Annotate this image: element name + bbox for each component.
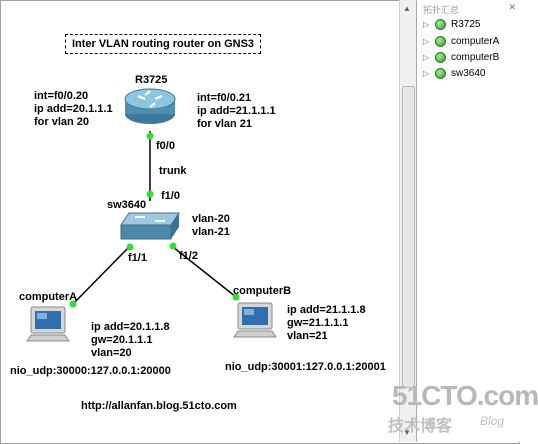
computerA-node[interactable] [25, 305, 71, 343]
port-dot-f1-0 [146, 190, 154, 198]
computerA-config: ip add=20.1.1.8 gw=20.1.1.1 vlan=20 [91, 321, 170, 359]
watermark-brand: 51CTO.com [392, 380, 538, 411]
panel-node-computera[interactable]: ▷ computerA [423, 34, 499, 49]
link-sw-computerA [72, 246, 130, 305]
port-dot-f1-2 [169, 242, 177, 250]
port-label-f1-2: f1/2 [179, 250, 198, 262]
topology-links [26, 88, 277, 342]
router-node[interactable] [123, 85, 177, 125]
panel-title: 拓扑汇总 [423, 6, 460, 16]
computerA-nio: nio_udp:30000:127.0.0.1:20000 [10, 365, 171, 377]
expand-triangle-icon[interactable]: ▷ [423, 37, 430, 46]
canvas-scrollbar[interactable]: ▲ ▼ [399, 0, 416, 442]
panel-node-r3725[interactable]: ▷ R3725 [423, 17, 480, 32]
scrollbar-thumb[interactable] [402, 86, 415, 388]
scroll-up-icon[interactable]: ▲ [403, 4, 411, 13]
status-green-icon [435, 68, 446, 79]
port-dot-f1-1 [126, 243, 134, 251]
watermark-tagline: 技术博客 [388, 416, 453, 435]
status-green-icon [435, 19, 446, 30]
close-icon[interactable]: ✕ [508, 2, 516, 12]
scroll-down-icon[interactable]: ▼ [403, 428, 411, 437]
panel-node-sw3640[interactable]: ▷ sw3640 [423, 66, 485, 81]
panel-node-computerb[interactable]: ▷ computerB [423, 50, 499, 65]
panel-node-label: sw3640 [451, 68, 486, 79]
computerB-icon [233, 302, 277, 338]
port-dot-f0-0 [146, 132, 154, 140]
watermark-blog: Blog [480, 414, 505, 428]
switch-icon [120, 212, 180, 240]
switch-node[interactable] [119, 211, 181, 241]
port-label-f0-0: f0/0 [156, 140, 175, 152]
diagram-title: Inter VLAN routing router on GNS3 [65, 34, 261, 54]
computerB-label: computerB [233, 285, 292, 297]
switch-label: sw3640 [107, 199, 147, 211]
topology-summary-panel: 拓扑汇总 ✕ ▷ R3725 ▷ computerA ▷ computerB ▷… [416, 0, 520, 442]
panel-node-label: R3725 [451, 19, 481, 30]
watermark-logo: 51CTO.com 技术博客 Blog [386, 380, 538, 436]
topology-canvas[interactable]: Inter VLAN routing router on GNS3 [1, 1, 398, 441]
panel-node-label: computerA [451, 36, 500, 47]
expand-triangle-icon[interactable]: ▷ [423, 69, 430, 78]
computerB-config: ip add=21.1.1.8 gw=21.1.1.1 vlan=21 [287, 304, 366, 342]
expand-triangle-icon[interactable]: ▷ [423, 20, 430, 29]
link-sw-computerB [172, 246, 237, 298]
computerA-icon [26, 306, 70, 342]
status-green-icon [435, 52, 446, 63]
expand-triangle-icon[interactable]: ▷ [423, 53, 430, 62]
router-left-config: int=f0/0.20 ip add=20.1.1.1 for vlan 20 [34, 90, 113, 128]
port-dot-computerA [69, 300, 77, 308]
router-icon [124, 88, 176, 124]
port-label-f1-0: f1/0 [161, 190, 180, 202]
router-label: R3725 [135, 74, 168, 86]
router-right-config: int=f0/0.21 ip add=21.1.1.1 for vlan 21 [197, 92, 276, 130]
computerB-nio: nio_udp:30001:127.0.0.1:20001 [225, 361, 386, 373]
trunk-label: trunk [159, 165, 187, 177]
blog-url: http://allanfan.blog.51cto.com [81, 400, 237, 412]
panel-node-label: computerB [451, 52, 500, 63]
status-green-icon [435, 36, 446, 47]
port-label-f1-1: f1/1 [128, 252, 147, 264]
port-dot-computerB [232, 293, 240, 301]
computerA-label: computerA [19, 291, 78, 303]
switch-vlans: vlan-20 vlan-21 [192, 213, 230, 238]
computerB-node[interactable] [232, 301, 278, 339]
